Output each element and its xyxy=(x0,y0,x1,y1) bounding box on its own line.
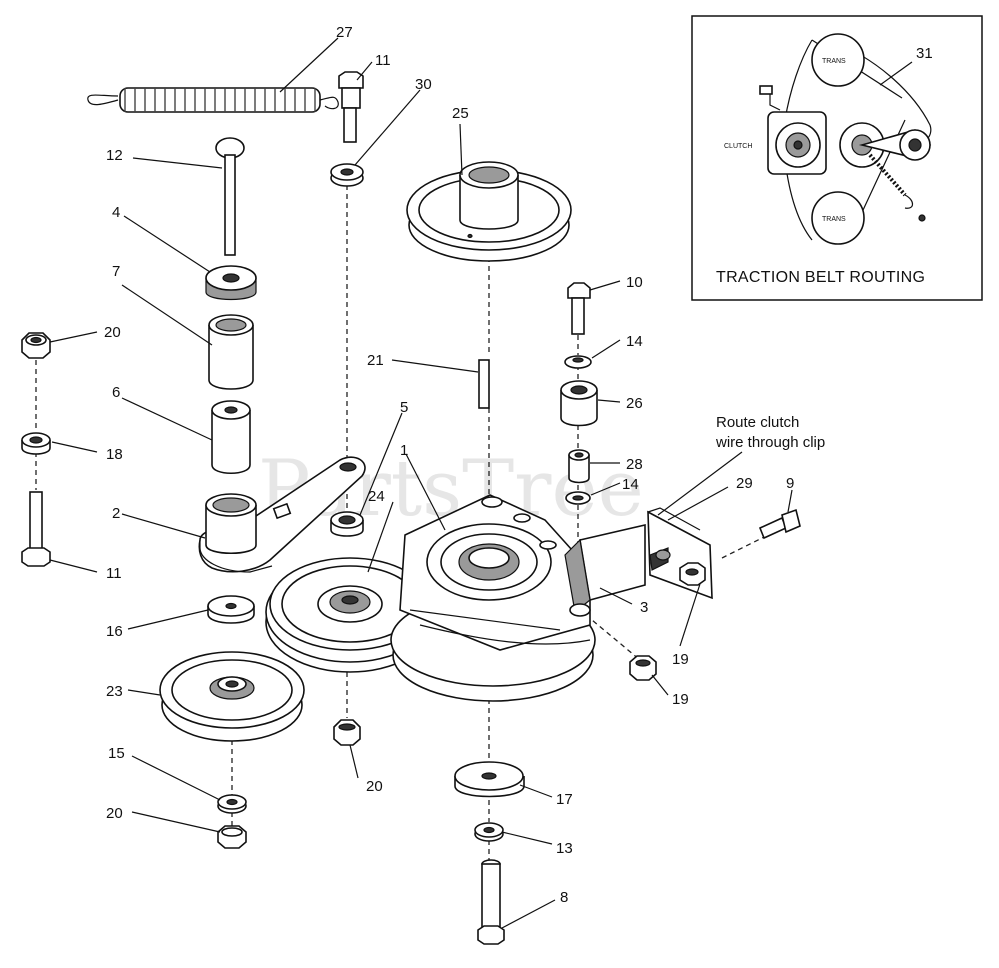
pulley-25 xyxy=(406,161,572,262)
washer-30 xyxy=(330,163,364,187)
label-25: 25 xyxy=(452,105,469,122)
spacer-28 xyxy=(568,449,590,484)
clip-plate-29 xyxy=(647,507,713,600)
bolt-10 xyxy=(567,282,591,335)
bushing-4 xyxy=(205,265,257,301)
clutch-1 xyxy=(390,494,596,702)
label-3: 3 xyxy=(640,599,648,616)
label-13: 13 xyxy=(556,840,573,857)
label-14-upper: 14 xyxy=(626,333,643,350)
nut-19-plate xyxy=(679,562,706,586)
label-14-lower: 14 xyxy=(622,476,639,493)
callout-31: 31 xyxy=(916,45,933,62)
label-21: 21 xyxy=(367,352,384,369)
nut-20-center xyxy=(333,719,361,746)
label-9: 9 xyxy=(786,475,794,492)
label-2: 2 xyxy=(112,505,120,522)
label-12: 12 xyxy=(106,147,123,164)
inset-trans-bottom-label: TRANS xyxy=(822,216,846,223)
label-29: 29 xyxy=(736,475,753,492)
nut-19-lower xyxy=(629,655,657,681)
bolt-11-top xyxy=(338,71,364,143)
bolt-11-left xyxy=(21,491,51,567)
sleeve-7 xyxy=(208,314,254,390)
washer-15 xyxy=(217,794,247,814)
label-11-left: 11 xyxy=(106,565,122,582)
spacer-18 xyxy=(21,432,51,455)
label-19-lower: 19 xyxy=(672,691,689,708)
note-line-2: wire through clip xyxy=(715,434,825,451)
callout-labels: 27 11 30 25 12 4 7 20 18 6 11 2 16 23 15… xyxy=(104,24,794,906)
label-16: 16 xyxy=(106,623,123,640)
spring-27 xyxy=(87,87,339,113)
label-23: 23 xyxy=(106,683,123,700)
label-8: 8 xyxy=(560,889,568,906)
washer-14-lower xyxy=(565,491,591,505)
pin-12 xyxy=(215,137,245,256)
traction-belt-routing-inset: TRANS TRANS CLUTCH 31 TRACTION BELT ROUT… xyxy=(691,15,983,301)
label-1: 1 xyxy=(400,442,408,459)
washer-14-upper xyxy=(564,355,592,369)
key-21 xyxy=(478,359,490,409)
label-20-lower-left: 20 xyxy=(106,805,123,822)
label-20-left: 20 xyxy=(104,324,121,341)
pulley-23 xyxy=(159,651,305,742)
spacer-26 xyxy=(560,380,598,427)
label-28: 28 xyxy=(626,456,643,473)
label-18: 18 xyxy=(106,446,123,463)
label-17: 17 xyxy=(556,791,573,808)
idler-arm-2 xyxy=(198,456,366,573)
note-line-1: Route clutch xyxy=(716,414,799,431)
inset-title: TRACTION BELT ROUTING xyxy=(716,269,925,286)
label-4: 4 xyxy=(112,204,120,221)
nut-20-lower-left xyxy=(217,825,247,849)
label-11-top: 11 xyxy=(375,52,391,69)
label-19-plate: 19 xyxy=(672,651,689,668)
inset-trans-top-label: TRANS xyxy=(822,58,846,65)
label-10: 10 xyxy=(626,274,643,291)
label-30: 30 xyxy=(415,76,432,93)
washer-13 xyxy=(474,822,504,842)
leader-lines xyxy=(49,37,793,929)
spacer-5 xyxy=(330,511,364,537)
inset-trans-bottom xyxy=(811,191,865,245)
bracket-3 xyxy=(564,523,646,617)
washer-16 xyxy=(207,595,255,624)
bolt-9 xyxy=(758,508,801,540)
label-27: 27 xyxy=(336,24,353,41)
label-15: 15 xyxy=(108,745,125,762)
label-5: 5 xyxy=(400,399,408,416)
label-24: 24 xyxy=(368,488,385,505)
nut-20-left xyxy=(21,332,51,359)
label-6: 6 xyxy=(112,384,120,401)
label-7: 7 xyxy=(112,263,120,280)
sleeve-6 xyxy=(211,400,251,475)
label-20-center: 20 xyxy=(366,778,383,795)
washer-17 xyxy=(454,761,525,798)
routing-note: Route clutch wire through clip xyxy=(715,414,825,451)
bolt-8 xyxy=(477,859,505,945)
inset-trans-top xyxy=(811,33,865,87)
inset-clutch-label: CLUTCH xyxy=(724,143,752,150)
label-26: 26 xyxy=(626,395,643,412)
